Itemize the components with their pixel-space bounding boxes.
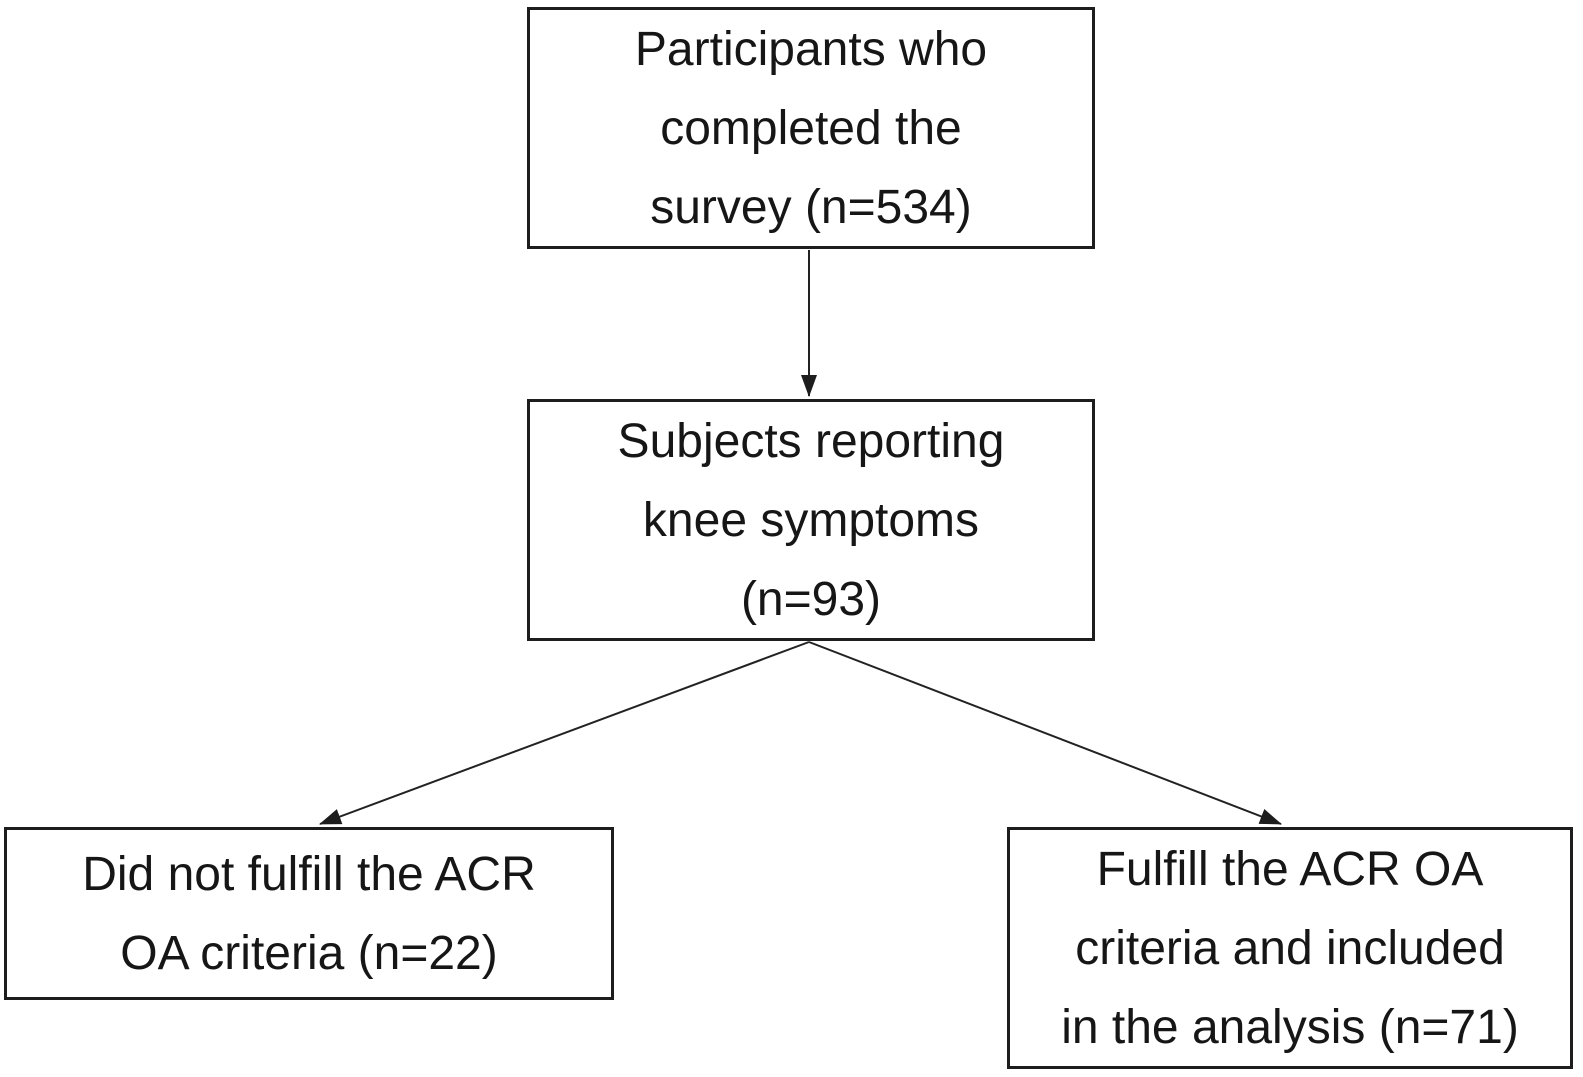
flow-node-knee-symptoms-label: Subjects reporting knee symptoms (n=93) xyxy=(617,414,1005,626)
arrow-knee-symptoms-to-fulfill xyxy=(808,641,1282,825)
flow-node-fulfill-acr-included: Fulfill the ACR OA criteria and included… xyxy=(1007,827,1573,1069)
flow-node-participants-completed-survey: Participants who completed the survey (n… xyxy=(527,7,1095,249)
flow-node-fulfill-label: Fulfill the ACR OA criteria and included… xyxy=(1061,842,1519,1054)
arrow-knee-symptoms-to-did-not-fulfill xyxy=(319,641,810,825)
flow-node-did-not-fulfill-acr: Did not fulfill the ACR OA criteria (n=2… xyxy=(4,827,614,1000)
flow-node-did-not-fulfill-label: Did not fulfill the ACR OA criteria (n=2… xyxy=(82,847,536,980)
flow-node-participants-label: Participants who completed the survey (n… xyxy=(634,22,988,234)
flow-node-subjects-knee-symptoms: Subjects reporting knee symptoms (n=93) xyxy=(527,399,1095,641)
